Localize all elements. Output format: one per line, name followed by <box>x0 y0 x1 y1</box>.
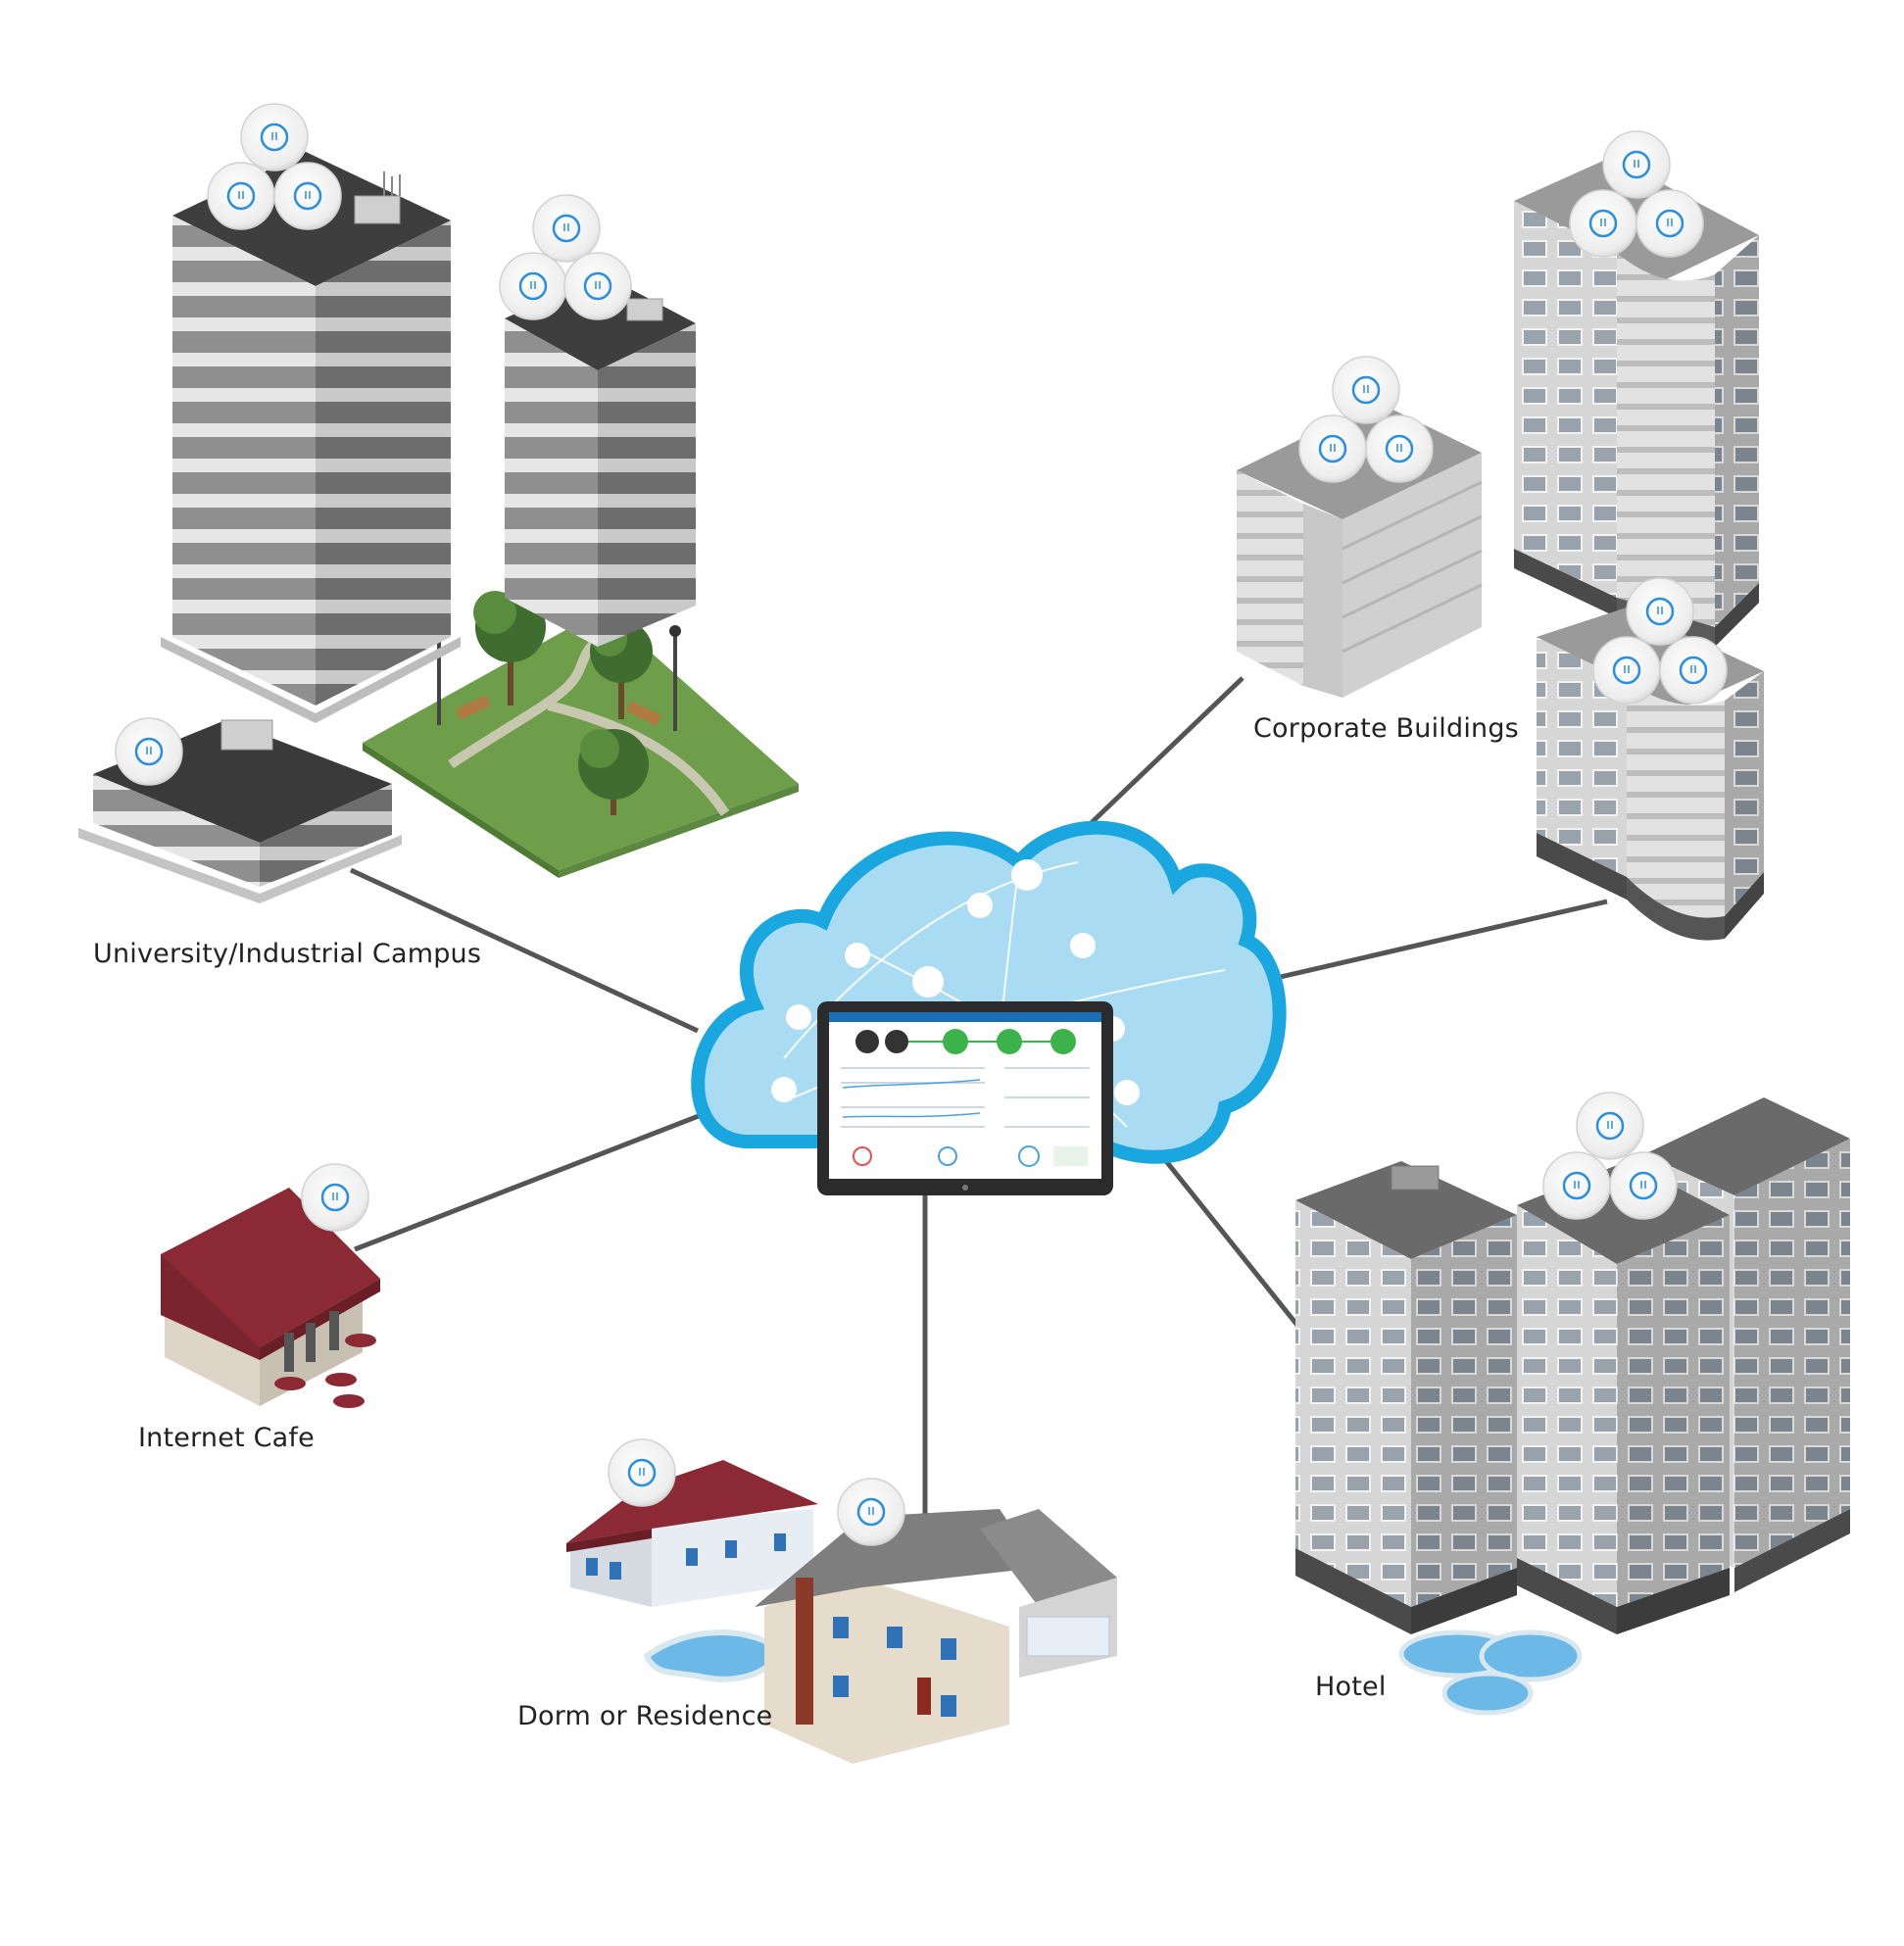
access-point-icon <box>533 195 600 262</box>
access-point-icon <box>1543 1152 1610 1219</box>
house-door <box>917 1678 931 1715</box>
access-point-icon <box>1593 637 1660 704</box>
hotel-pool-icon <box>1401 1632 1580 1713</box>
pool-icon <box>647 1632 776 1679</box>
hotel-tower-left <box>1295 1161 1517 1634</box>
access-point-icon <box>1610 1152 1677 1219</box>
chimney <box>796 1578 813 1725</box>
campus-group <box>78 104 799 903</box>
edge-corporate-right <box>1246 901 1607 985</box>
access-point-icon <box>1636 190 1703 257</box>
cafe-group <box>161 1164 380 1408</box>
access-point-icon <box>1627 578 1693 645</box>
corporate-group <box>1237 131 1764 941</box>
access-point-icon <box>1570 190 1636 257</box>
label-hotel: Hotel <box>1315 1672 1387 1702</box>
label-campus: University/Industrial Campus <box>93 939 481 969</box>
access-point-icon <box>1603 131 1670 198</box>
hotel-tower-middle <box>1517 1161 1730 1634</box>
edge-hotel <box>1154 1146 1311 1342</box>
label-cafe: Internet Cafe <box>138 1423 315 1453</box>
access-point-icon <box>500 253 566 319</box>
edge-corporate <box>1083 678 1243 831</box>
access-point-icon <box>1577 1093 1643 1159</box>
hotel-group <box>1295 1093 1850 1713</box>
access-point-icon <box>609 1439 675 1506</box>
access-point-icon <box>1333 357 1399 423</box>
campus-tower-right <box>505 274 696 647</box>
access-point-icon <box>116 718 182 785</box>
campus-tower-left <box>161 152 461 723</box>
label-dorm: Dorm or Residence <box>517 1701 772 1731</box>
access-point-icon <box>564 253 631 319</box>
access-point-icon <box>241 104 308 170</box>
access-point-icon <box>208 163 274 229</box>
park-lawn <box>363 609 799 870</box>
access-point-icon <box>302 1164 368 1231</box>
access-point-icon <box>1660 637 1727 704</box>
access-point-icon <box>274 163 341 229</box>
access-point-icon <box>838 1479 904 1545</box>
edge-cafe <box>355 1107 721 1249</box>
dashboard-tablet <box>817 1001 1113 1195</box>
access-point-icon <box>1299 415 1366 482</box>
access-point-icon <box>1366 415 1433 482</box>
cloud-controller <box>698 828 1279 1195</box>
label-corporate: Corporate Buildings <box>1253 713 1519 744</box>
